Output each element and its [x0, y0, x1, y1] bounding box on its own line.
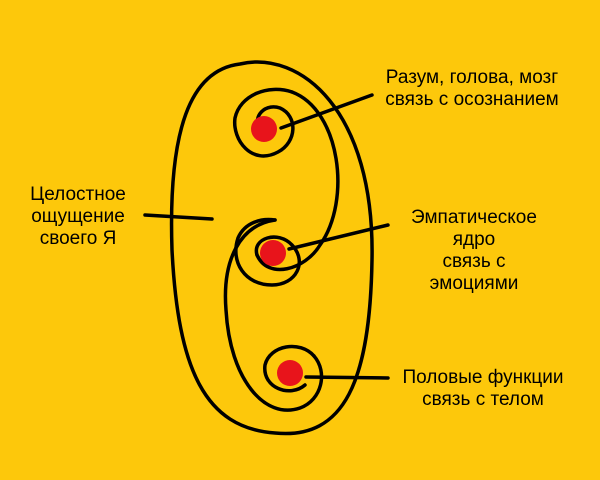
label-empathy: Эмпатическое ядро связь с эмоциями	[384, 207, 564, 295]
bottom-spiral	[263, 344, 316, 393]
label-sexual-line2: связь с телом	[422, 389, 544, 410]
label-self: Целостное ощущение своего Я	[18, 184, 138, 250]
empathy-pointer-line	[287, 223, 390, 251]
empathy-dot	[260, 240, 286, 266]
self-pointer-line	[143, 213, 214, 221]
head-pointer-line	[279, 93, 374, 130]
lower-connector-curve	[223, 218, 324, 412]
upper-connector-curve	[255, 90, 340, 272]
sexual-dot	[277, 360, 303, 386]
label-empathy-line4: эмоциями	[429, 273, 519, 294]
label-sexual-line1: Половые функции	[402, 367, 564, 388]
label-self-line1: Целостное	[30, 184, 126, 205]
label-empathy-line1: Эмпатическое	[411, 207, 537, 228]
head-dot	[251, 116, 277, 142]
label-head: Разум, голова, мозг связь с осознанием	[362, 67, 582, 111]
label-self-line2: ощущение	[31, 206, 125, 227]
top-spiral	[233, 87, 295, 158]
label-head-line2: связь с осознанием	[385, 89, 559, 110]
label-self-line3: своего Я	[39, 228, 117, 249]
label-sexual: Половые функции связь с телом	[383, 367, 583, 411]
label-head-line1: Разум, голова, мозг	[385, 67, 559, 88]
sexual-pointer-line	[304, 375, 390, 380]
label-empathy-line3: связь с	[442, 251, 506, 272]
body-outline	[169, 60, 374, 436]
label-empathy-line2: ядро	[452, 229, 496, 250]
middle-spiral	[234, 217, 302, 287]
